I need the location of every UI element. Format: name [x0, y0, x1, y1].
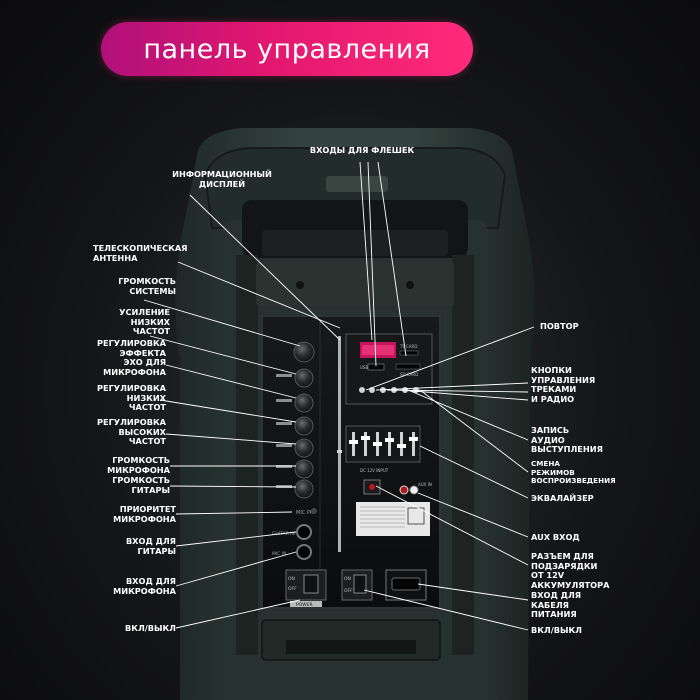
- rail-left: [236, 255, 258, 655]
- page-title: панель управления: [143, 33, 431, 65]
- off-text-left: OFF: [288, 586, 297, 592]
- tf-card-text: TF CARD: [399, 344, 417, 349]
- label-guitar-volume: ГРОМКОСТЬ ГИТАРЫ: [112, 475, 170, 495]
- aux-in-text: AUX IN: [418, 482, 432, 487]
- label-battery-jack: РАЗЪЕМ ДЛЯ ПОДЗАРЯДКИ ОТ 12V АККУМУЛЯТОР…: [531, 551, 610, 590]
- label-bass-boost: УСИЛЕНИЕ НИЗКИХ ЧАСТОТ: [119, 307, 170, 336]
- label-treble: РЕГУЛИРОВКА ВЫСОКИХ ЧАСТОТ: [96, 417, 166, 446]
- label-on-off-left: ВКЛ/ВЫКЛ: [125, 623, 176, 633]
- equalizer: [345, 425, 421, 463]
- label-mode-change: СМЕНА РЕЖИМОВ ВОСПРОИЗВЕДЕНИЯ: [531, 459, 616, 486]
- sd-card-text: SD CARD: [400, 372, 418, 377]
- label-on-off-right: ВКЛ/ВЫКЛ: [531, 625, 582, 635]
- knob-column: [293, 341, 315, 499]
- label-repeat: ПОВТОР: [540, 321, 579, 331]
- label-equalizer: ЭКВАЛАЙЗЕР: [531, 493, 594, 503]
- mic-jack: [296, 544, 312, 560]
- telescopic-antenna-rod: [338, 336, 341, 552]
- off-text-right: OFF: [344, 588, 353, 594]
- on-text-right: ON: [344, 576, 351, 582]
- usb-port: [367, 363, 385, 371]
- label-mic-volume: ГРОМКОСТЬ МИКРОФОНА: [107, 455, 170, 475]
- label-mic-input: ВХОД ДЛЯ МИКРОФОНА: [113, 576, 176, 596]
- guitar-jack: [296, 524, 312, 540]
- usb-text: USB: [360, 365, 368, 370]
- label-track-buttons: КНОПКИ УПРАВЛЕНИЯ ТРЕКАМИ И РАДИО: [531, 365, 596, 404]
- label-antenna: ТЕЛЕСКОПИЧЕСКАЯ АНТЕННА: [93, 243, 188, 263]
- label-mic-priority: ПРИОРИТЕТ МИКРОФОНА: [113, 504, 176, 524]
- label-echo: РЕГУЛИРОВКА ЭФФЕКТА ЭХО ДЛЯ МИКРОФОНА: [96, 338, 166, 377]
- mic-in-text: MIC IN: [272, 551, 286, 557]
- on-text-left: ON: [288, 576, 295, 582]
- aux-jack-white: [409, 485, 419, 495]
- label-guitar-input: ВХОД ДЛЯ ГИТАРЫ: [125, 536, 176, 556]
- label-aux-input: AUX ВХОД: [531, 532, 580, 542]
- power-text: POWER: [296, 602, 313, 608]
- tf-card-slot: [399, 350, 419, 356]
- sd-card-slot: [395, 363, 421, 370]
- dc-input-text: DC 12V INPUT: [360, 468, 389, 473]
- label-record: ЗАПИСЬ АУДИО ВЫСТУПЛЕНИЯ: [531, 425, 603, 454]
- power-switch-left: [303, 574, 319, 594]
- label-power-cable: ВХОД ДЛЯ КАБЕЛЯ ПИТАНИЯ: [531, 590, 582, 619]
- guitar-in-text: GUITAR IN: [272, 531, 295, 537]
- power-switch-right: [353, 574, 367, 594]
- title-banner: панель управления: [101, 22, 473, 76]
- aux-jack-red: [399, 485, 409, 495]
- rail-right: [452, 255, 474, 655]
- handle-grip: [326, 176, 388, 192]
- label-flash-inputs: ВХОДЫ ДЛЯ ФЛЕШЕК: [309, 145, 415, 155]
- label-system-volume: ГРОМКОСТЬ СИСТЕМЫ: [118, 276, 176, 296]
- mic-pri-button: [311, 508, 317, 514]
- label-info-display: ИНФОРМАЦИОННЫЙ ДИСПЛЕЙ: [172, 169, 272, 189]
- mic-pri-text: MIC PRI: [296, 510, 315, 516]
- label-bass: РЕГУЛИРОВКА НИЗКИХ ЧАСТОТ: [96, 383, 166, 412]
